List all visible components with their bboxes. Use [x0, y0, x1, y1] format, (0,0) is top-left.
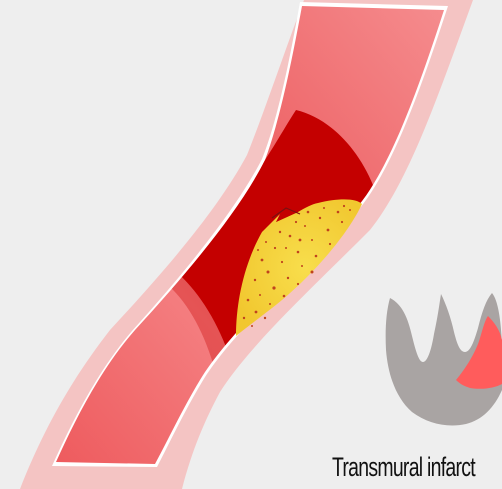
caption-transmural-infarct: Transmural infarct	[332, 452, 475, 483]
heart-cross-section	[386, 293, 502, 426]
